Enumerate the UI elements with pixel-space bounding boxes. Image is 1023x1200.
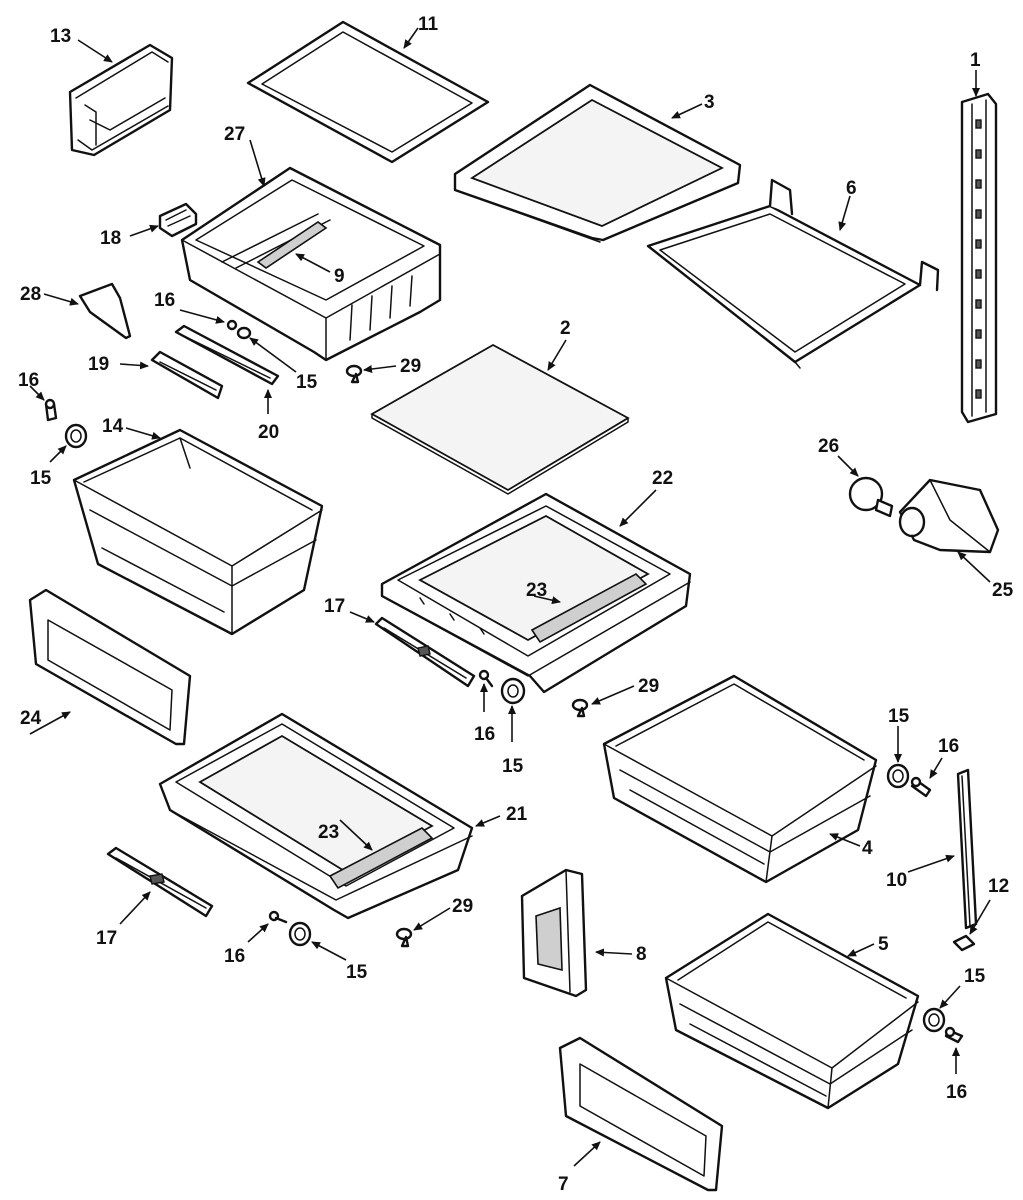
callout-25: 25: [992, 580, 1014, 601]
callout-10: 10: [886, 870, 907, 891]
part-17-slide-upper: [374, 616, 476, 688]
callout-numbers: 13 11 3 1 27 6 18 9 28 16 15 19 20 29 2 …: [18, 14, 1014, 1195]
part-16-screw-middle: [478, 669, 494, 688]
part-17-slide-lower: [106, 846, 214, 918]
part-28-tab: [78, 282, 132, 340]
callout-13: 13: [50, 26, 71, 47]
part-6-cantilever-shelf: [646, 178, 940, 369]
callout-3: 3: [704, 92, 715, 113]
part-18-clip: [158, 202, 198, 238]
callout-16-right-upper: 16: [938, 736, 959, 757]
part-20-slide-rail: [174, 324, 280, 386]
part-11-shelf-frame: [246, 20, 490, 164]
part-16-screw-right-upper: [910, 776, 932, 798]
callout-8: 8: [636, 944, 647, 965]
callout-17-upper: 17: [324, 596, 345, 617]
part-14-crisper-drawer: [72, 428, 324, 636]
part-19-slide-rail: [150, 350, 224, 400]
callout-28: 28: [20, 284, 41, 305]
callout-9: 9: [334, 266, 345, 287]
callout-22: 22: [652, 468, 673, 489]
callout-16-right-lower: 16: [946, 1082, 967, 1103]
callout-15-lower: 15: [346, 962, 368, 983]
part-16-screw-lower: [268, 910, 288, 924]
callout-24: 24: [20, 708, 42, 729]
callout-16-lower: 16: [224, 946, 245, 967]
part-26-light-bulb: [848, 476, 894, 518]
part-15-roller-middle: [500, 677, 526, 705]
callout-23-lower: 23: [318, 822, 339, 843]
part-1-shelf-rail: [960, 92, 998, 424]
callout-29-upper: 29: [400, 356, 421, 377]
callout-7: 7: [558, 1174, 569, 1195]
part-5-drawer: [664, 912, 920, 1110]
callout-29-middle: 29: [638, 676, 659, 697]
part-22-deli-pan-cover: [380, 492, 692, 694]
callout-4: 4: [862, 838, 873, 859]
part-15-roller-right-lower: [922, 1007, 946, 1033]
part-16-screw-right-lower: [944, 1026, 964, 1044]
callout-29-lower: 29: [452, 896, 473, 917]
part-15-roller-lower: [288, 921, 312, 947]
callout-15-right-lower: 15: [964, 966, 986, 987]
callout-27: 27: [224, 124, 245, 145]
part-7-drawer-front: [558, 1036, 724, 1192]
part-2-glass-panel: [370, 343, 630, 495]
callout-20: 20: [258, 422, 279, 443]
callout-12: 12: [988, 876, 1009, 897]
part-12-clip: [952, 934, 976, 952]
callout-16-left: 16: [18, 370, 39, 391]
callout-15-upper: 15: [296, 372, 318, 393]
part-29-screw-lower: [395, 927, 413, 948]
part-15-roller-upper: [236, 326, 252, 340]
part-15-roller-right-upper: [886, 763, 910, 789]
callout-15-middle: 15: [502, 756, 524, 777]
part-27-meat-drawer: [180, 166, 442, 362]
callout-15-left: 15: [30, 468, 52, 489]
callout-23-upper: 23: [526, 580, 547, 601]
part-16-screw-upper: [226, 319, 238, 331]
callout-6: 6: [846, 178, 857, 199]
callout-21: 21: [506, 804, 528, 825]
callout-15-right-upper: 15: [888, 706, 910, 727]
callout-26: 26: [818, 436, 839, 457]
part-29-screw-upper: [345, 364, 363, 384]
callout-16-middle: 16: [474, 724, 495, 745]
part-4-crisper-drawer: [602, 674, 878, 884]
callout-11: 11: [418, 14, 439, 35]
part-25-light-housing: [898, 478, 1000, 554]
callout-2: 2: [560, 318, 571, 339]
part-21-lower-pan: [158, 712, 474, 920]
callout-17-lower: 17: [96, 928, 117, 949]
part-16-screw-left: [44, 398, 58, 422]
callout-1: 1: [970, 50, 981, 71]
part-15-roller-left: [64, 423, 88, 449]
callout-19: 19: [88, 354, 109, 375]
part-3-glass-shelf: [453, 83, 742, 243]
callout-5: 5: [878, 934, 889, 955]
callout-14: 14: [102, 416, 124, 437]
callout-16-upper: 16: [154, 290, 175, 311]
part-8-cover: [520, 868, 588, 998]
part-13-bracket: [68, 43, 174, 157]
part-24-drawer-front: [28, 588, 192, 746]
part-29-screw-middle: [571, 698, 589, 718]
part-10-trim-strip: [956, 768, 978, 930]
leader-lines: [29, 27, 991, 1167]
callout-18: 18: [100, 228, 121, 249]
